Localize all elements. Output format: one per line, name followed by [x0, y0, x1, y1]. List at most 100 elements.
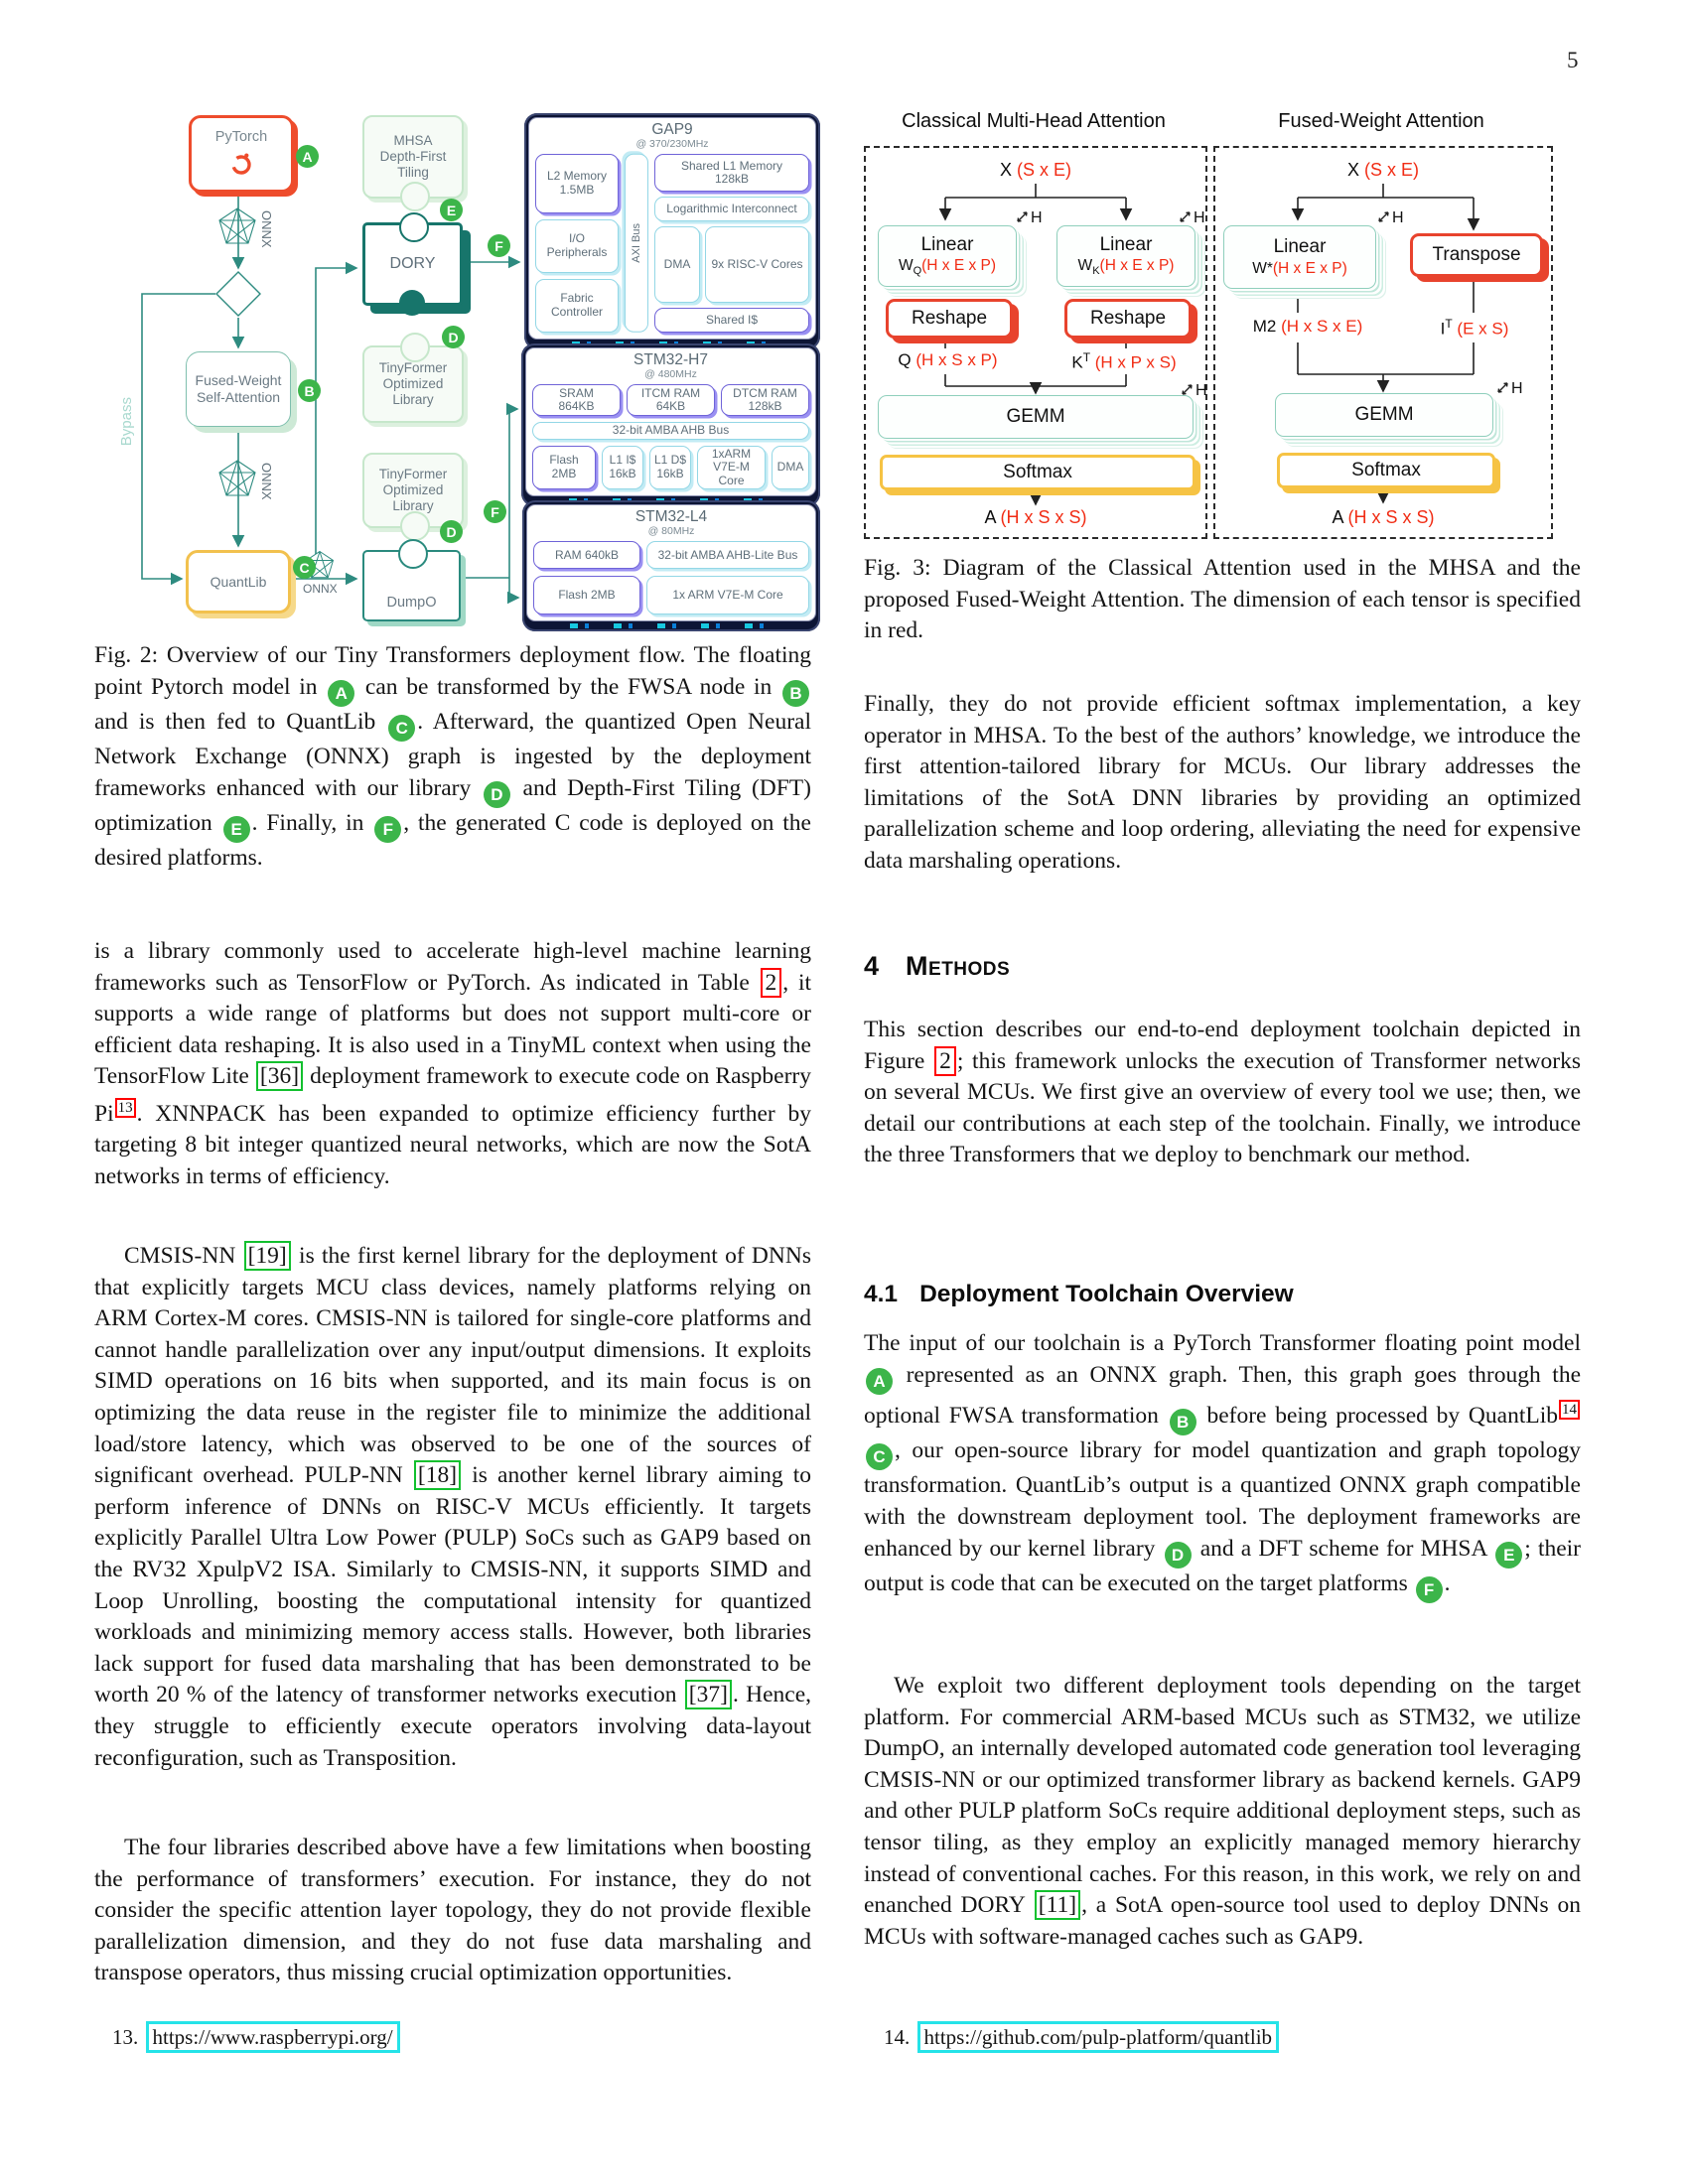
step-badge-e: E [440, 199, 463, 221]
citation-ref[interactable]: [11] [1034, 1890, 1081, 1921]
gap9-frequency: @ 370/230MHz [635, 138, 709, 151]
mhsa-dft-label: MHSA Depth-First Tiling [379, 133, 447, 180]
footnote-14: 14. https://github.com/pulp-platform/qua… [884, 2021, 1281, 2053]
puzzle-socket [398, 539, 428, 569]
tensor-dim: (H x S x P) [915, 350, 998, 369]
decision-diamond [215, 271, 261, 317]
transpose-sup: T [1082, 350, 1091, 364]
footnote-ref[interactable]: 13 [114, 1097, 136, 1118]
tensor-name: Q [898, 350, 912, 369]
step-badge: F [374, 816, 402, 844]
l4-ahb-lite-bus: 32-bit AMBA AHB-Lite Bus [646, 541, 809, 570]
tensor-name: A [984, 507, 996, 527]
tensor-name: I [1440, 319, 1446, 339]
h7-flash: Flash 2MB [532, 445, 596, 489]
text-segment: , our open-source library for model quan… [864, 1437, 1581, 1562]
tensor-dim: (H x S x S) [1000, 507, 1087, 527]
figure-ref[interactable]: 2 [934, 1045, 956, 1076]
puzzle-tab [400, 511, 430, 541]
w-subscript: Q [913, 265, 922, 278]
text-segment: Fig. 2: Overview of our Tiny Transformer… [94, 642, 811, 700]
stm32l4-chip: STM32-L4 @ 80MHz RAM 640kB 32-bit AMBA A… [526, 504, 816, 621]
url-link[interactable]: https://www.raspberrypi.org/ [145, 2021, 400, 2053]
head-count-annotation: H [1015, 209, 1043, 227]
gap9-fabric-controller: Fabric Controller [535, 278, 619, 333]
paragraph-methods-intro: This section describes our end-to-end de… [864, 1015, 1581, 1171]
dory-label: DORY [389, 254, 436, 272]
head-count-annotation: H [1376, 209, 1404, 227]
h7-dtcm-ram: DTCM RAM 128kB [721, 384, 809, 416]
text-segment: We exploit two different deployment tool… [864, 1673, 1581, 1919]
linear-wq-box: Linear WQ(H x E x P) [878, 225, 1017, 287]
head-count-annotation: H [1180, 382, 1207, 400]
citation-ref[interactable]: [36] [255, 1061, 304, 1092]
double-arrow-icon [1017, 211, 1028, 222]
a-output-label: A (H x S x S) [1215, 507, 1551, 528]
tinyformer-label: TinyFormer Optimized Library [378, 467, 448, 513]
step-badge-d: D [442, 326, 465, 348]
text-segment: and a DFT scheme for MHSA [1193, 1535, 1494, 1562]
onnx-label: ONNX [303, 582, 338, 596]
softmax-box: Softmax [1277, 453, 1495, 488]
tensor-dim: (S x E) [1017, 160, 1072, 180]
double-arrow-icon [1182, 384, 1193, 395]
stm32h7-title: STM32-H7 [633, 351, 708, 368]
head-count-annotation: H [1495, 380, 1523, 398]
puzzle-tab [400, 333, 430, 362]
linear-wk-box: Linear WK(H x E x P) [1056, 225, 1196, 287]
mha-connectors [938, 184, 1133, 506]
url-link[interactable]: https://github.com/pulp-platform/quantli… [916, 2021, 1280, 2053]
weight-label: WQ(H x E x P) [899, 256, 996, 279]
text-segment: . Hence, they struggle to efficiently ex… [94, 1682, 812, 1771]
gap9-axi-bus: AXI Bus [625, 154, 648, 333]
transpose-sup: T [1445, 317, 1453, 331]
gap9-l2-memory: L2 Memory 1.5MB [535, 154, 619, 213]
tensor-dim: (S x E) [1364, 160, 1420, 180]
citation-ref[interactable]: [37] [684, 1680, 732, 1710]
stm32h7-chip: STM32-H7 @ 480MHz SRAM 864KB ITCM RAM 64… [525, 347, 816, 496]
citation-ref[interactable]: [19] [243, 1241, 291, 1271]
text-segment: , it supports a wide range of platforms … [94, 969, 812, 1090]
step-badge: B [1169, 1409, 1196, 1436]
step-badge-a: A [296, 145, 319, 168]
step-badge: E [222, 816, 250, 844]
text-segment: The input of our toolchain is a PyTorch … [864, 1330, 1581, 1356]
footnote-ref[interactable]: 14 [1559, 1399, 1580, 1420]
tinyformer-label: TinyFormer Optimized Library [378, 360, 448, 407]
dory-node: DORY [362, 212, 463, 316]
step-badge-d: D [440, 520, 463, 543]
head-count-annotation: H [1178, 209, 1205, 227]
pytorch-flame-icon [231, 153, 251, 175]
paragraph-toolchain-input: The input of our toolchain is a PyTorch … [864, 1328, 1581, 1604]
puzzle-socket [399, 212, 429, 242]
reshape-k-box: Reshape [1064, 299, 1192, 339]
step-badge-c: C [293, 556, 316, 579]
gap9-log-interconnect: Logarithmic Interconnect [654, 197, 809, 222]
paragraph-limitations: The four libraries described above have … [94, 1833, 811, 1989]
gap9-dma: DMA [654, 226, 700, 303]
figure-ref[interactable]: 2 [760, 967, 782, 998]
step-badge: A [328, 679, 355, 707]
text-segment: . XNNPACK has been expanded to optimize … [94, 1100, 811, 1189]
onnx-icon [218, 207, 256, 244]
classical-mha-title: Classical Multi-Head Attention [902, 110, 1166, 132]
h7-ahb-bus: 32-bit AMBA AHB Bus [532, 421, 809, 440]
step-badge: D [483, 781, 510, 809]
figure-3-attention-diagram: Classical Multi-Head Attention Fused-Wei… [864, 102, 1579, 638]
double-arrow-icon [1180, 211, 1191, 222]
tensor-dim: (H x E x P) [1272, 260, 1347, 278]
subsection-number: 4.1 [864, 1281, 899, 1307]
op-label: Linear [1273, 236, 1327, 258]
mhsa-dft-node: MHSA Depth-First Tiling [362, 115, 464, 211]
input-x-label: X (S x E) [866, 160, 1205, 181]
text-segment: . [1444, 1570, 1451, 1596]
q-output-label: Q (H x S x P) [866, 350, 1030, 370]
text-segment: can be transformed by the FWSA node in [356, 673, 781, 700]
tensor-name: M2 [1252, 317, 1277, 336]
weight-label: W*(H x E x P) [1252, 259, 1347, 278]
tensor-dim: (H x E x P) [1099, 257, 1175, 275]
pytorch-node: PyTorch [189, 115, 294, 193]
op-label: Linear [1099, 233, 1153, 255]
m2-output-label: M2 (H x S x E) [1215, 317, 1400, 337]
citation-ref[interactable]: [18] [413, 1460, 462, 1491]
